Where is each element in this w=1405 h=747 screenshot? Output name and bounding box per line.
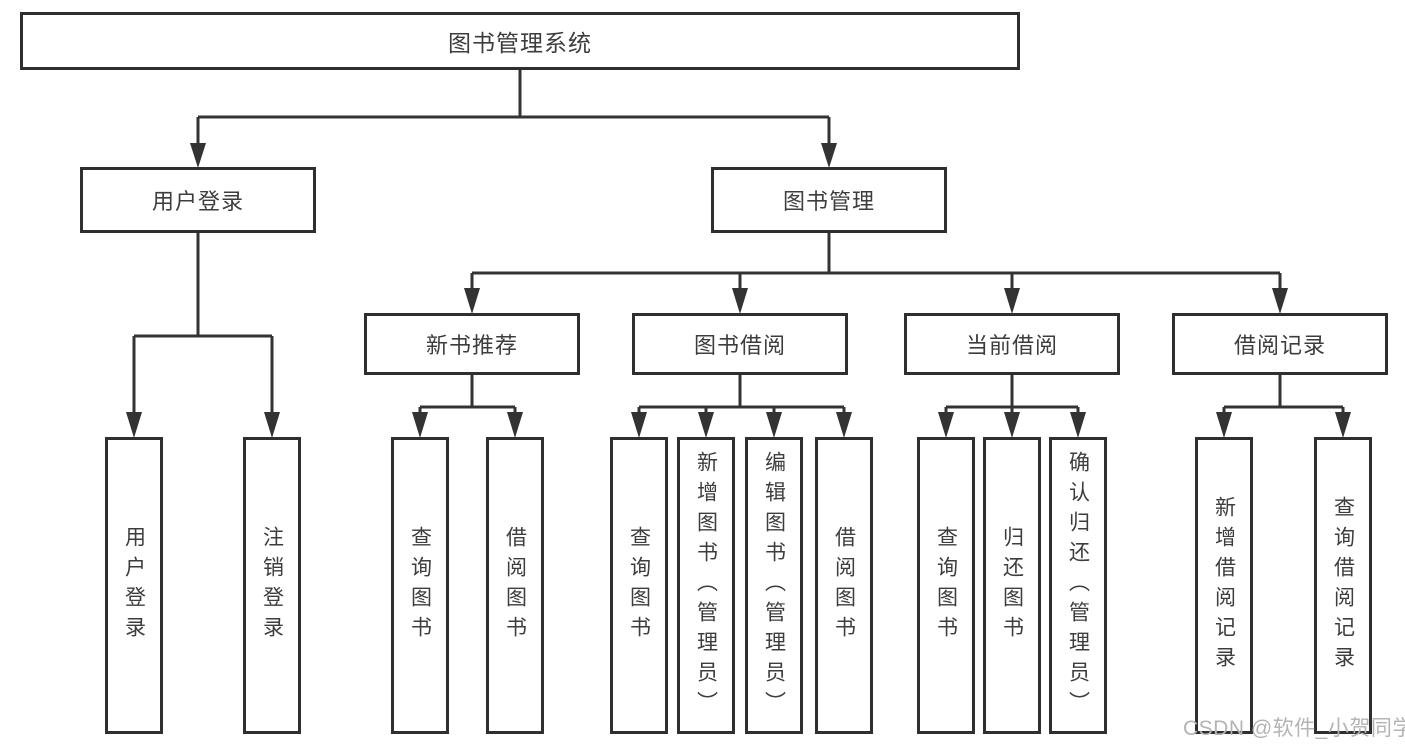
arrowhead [412,412,428,438]
arrowhead [464,288,480,314]
node-book-management: 图书管理 [711,167,947,233]
leaf-logout-login: 注销登录 [243,437,301,734]
connector-borrowing-records [1222,375,1345,414]
leaf-current-query-books: 查询图书 [917,437,975,734]
arrowhead [938,412,954,438]
leaf-query-borrow-record: 查询借阅记录 [1314,437,1372,734]
leaf-borrowing-borrow-books: 借阅图书 [815,437,873,734]
arrowhead [766,412,782,438]
arrowhead [1216,412,1232,438]
leaf-confirm-return-admin: 确认归还（管理员） [1049,437,1107,734]
node-book-borrowing: 图书借阅 [632,313,848,375]
connector-new-book-recommend [418,375,517,414]
arrowhead [507,412,523,438]
leaf-user-login: 用户登录 [105,437,163,734]
arrowhead [836,412,852,438]
node-borrowing-records: 借阅记录 [1172,313,1388,375]
arrowhead [190,143,206,168]
watermark-text: CSDN @软件_小贺同学 [1183,717,1405,740]
connector-root [196,70,831,146]
connector-book-borrowing [637,375,846,414]
arrowhead [732,288,748,314]
arrowhead [1272,288,1288,314]
connector-current-borrowing [944,375,1080,414]
arrowhead [631,412,647,438]
arrowhead [1004,412,1020,438]
leaf-add-books-admin: 新增图书（管理员） [677,437,735,734]
arrowhead [126,412,142,438]
node-current-borrowing: 当前借阅 [904,313,1120,375]
arrowhead [1070,412,1086,438]
leaf-add-borrow-record: 新增借阅记录 [1195,437,1253,734]
node-library-management-system: 图书管理系统 [20,12,1020,70]
leaf-borrowing-query-books: 查询图书 [610,437,668,734]
node-new-book-recommend: 新书推荐 [364,313,580,375]
leaf-return-books: 归还图书 [983,437,1041,734]
node-user-login: 用户登录 [80,167,316,233]
arrowhead [821,143,837,168]
leaf-edit-books-admin: 编辑图书（管理员） [745,437,803,734]
connector-user-login [132,233,274,414]
arrowhead [1335,412,1351,438]
leaf-recommend-borrow-books: 借阅图书 [486,437,544,734]
arrowhead [698,412,714,438]
leaf-recommend-query-books: 查询图书 [391,437,449,734]
connector-book-management [470,233,1282,290]
arrowhead [264,412,280,438]
arrowhead [1004,288,1020,314]
